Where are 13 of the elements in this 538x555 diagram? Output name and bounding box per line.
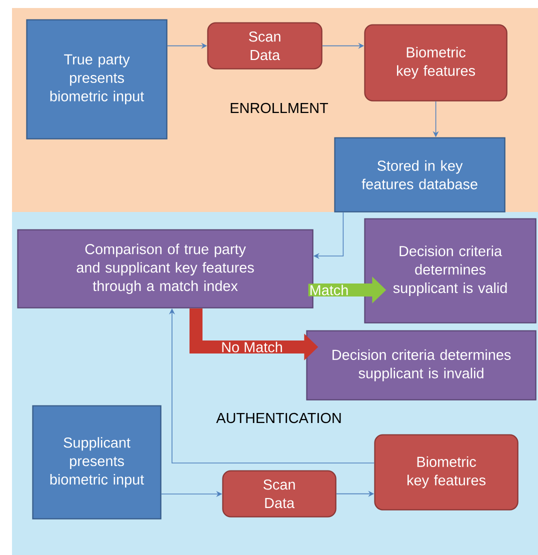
section-label: ENROLLMENT: [230, 102, 328, 114]
section-label: AUTHENTICATION: [216, 412, 341, 424]
rounded-box: Scan Data: [222, 470, 336, 518]
rounded-box: Biometric key features: [364, 24, 508, 102]
edge-label: No Match: [220, 340, 284, 354]
rounded-box: Biometric key features: [374, 434, 518, 510]
process-box: Stored in key features database: [334, 137, 506, 212]
process-box: True party presents biometric input: [26, 19, 168, 140]
rounded-box: Scan Data: [207, 22, 322, 70]
process-box: Supplicant presents biometric input: [32, 405, 162, 520]
edge-label: Match: [308, 284, 350, 296]
process-box: Decision criteria determines supplicant is invalid: [306, 330, 536, 400]
process-box: Decision criteria determines supplicant is valid: [364, 218, 536, 324]
